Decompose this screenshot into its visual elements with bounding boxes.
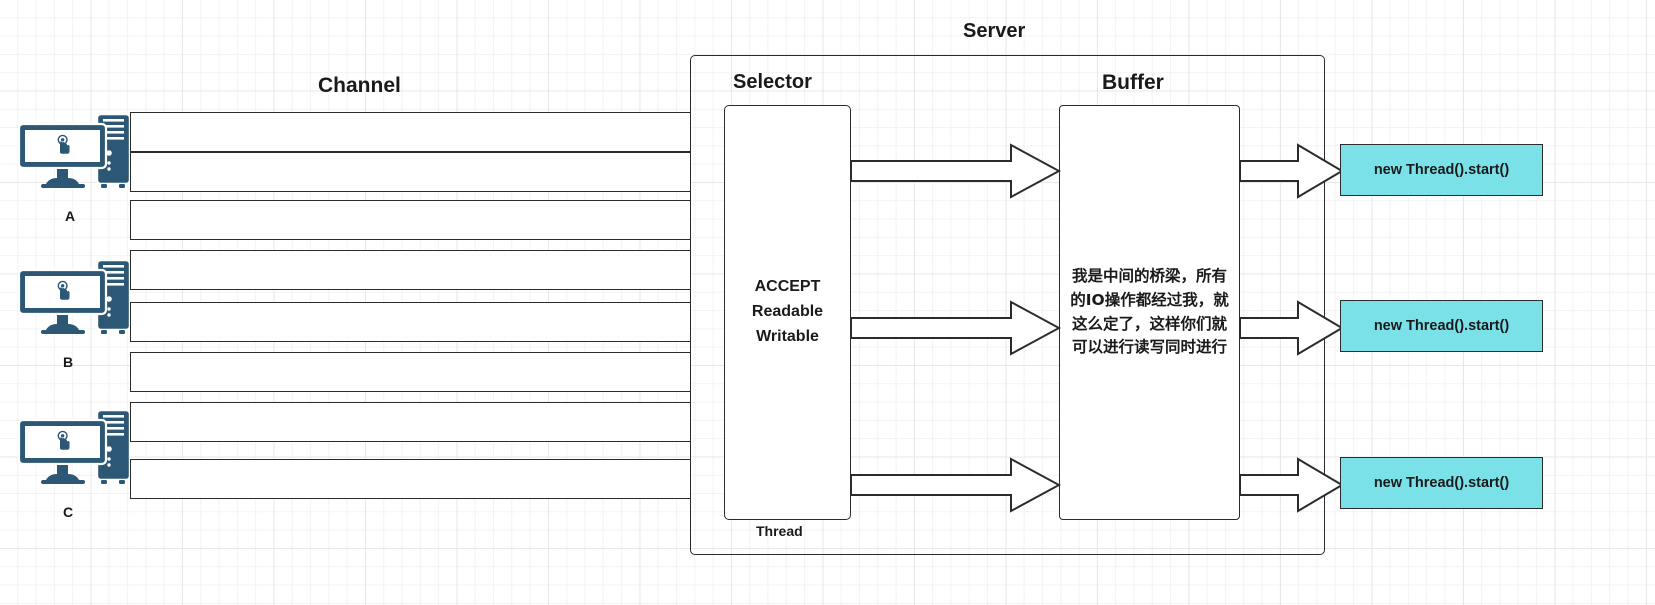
client-label-b: B — [62, 354, 74, 370]
arrow-buffer-to-thread — [1240, 300, 1344, 356]
channel-band — [130, 302, 691, 342]
arrow-selector-to-buffer — [851, 457, 1061, 513]
channel-title: Channel — [318, 74, 401, 97]
channel-band — [130, 112, 691, 152]
buffer-box: 我是中间的桥梁，所有的IO操作都经过我，就这么定了，这样你们就可以进行读写同时进… — [1059, 105, 1240, 520]
selector-events-text: ACCEPT Readable Writable — [751, 278, 824, 345]
desktop-computer-icon — [18, 258, 130, 336]
server-title: Server — [963, 20, 1026, 42]
channel-band — [130, 352, 691, 392]
server-container — [690, 55, 1325, 555]
channel-band — [130, 200, 691, 240]
arrow-selector-to-buffer — [851, 300, 1061, 356]
desktop-computer-icon — [18, 408, 130, 486]
thread-box[interactable]: new Thread().start() — [1340, 300, 1543, 352]
selector-thread-label: Thread — [756, 523, 803, 539]
thread-box-label: new Thread().start() — [1373, 318, 1510, 334]
channel-band — [130, 250, 691, 290]
channel-band — [130, 152, 691, 192]
channel-band — [130, 459, 691, 499]
client-label-c: C — [62, 504, 74, 520]
thread-box[interactable]: new Thread().start() — [1340, 457, 1543, 509]
selector-box: ACCEPT Readable Writable — [724, 105, 851, 520]
desktop-computer-icon — [18, 112, 130, 190]
buffer-title: Buffer — [1102, 71, 1164, 94]
arrow-buffer-to-thread — [1240, 457, 1344, 513]
selector-title: Selector — [733, 71, 812, 93]
arrow-selector-to-buffer — [851, 143, 1061, 199]
thread-box-label: new Thread().start() — [1373, 162, 1510, 178]
arrow-buffer-to-thread — [1240, 143, 1344, 199]
buffer-note-text: 我是中间的桥梁，所有的IO操作都经过我，就这么定了，这样你们就可以进行读写同时进… — [1070, 267, 1229, 357]
thread-box-label: new Thread().start() — [1373, 475, 1510, 491]
client-label-a: A — [64, 208, 76, 224]
channel-band — [130, 402, 691, 442]
thread-box[interactable]: new Thread().start() — [1340, 144, 1543, 196]
